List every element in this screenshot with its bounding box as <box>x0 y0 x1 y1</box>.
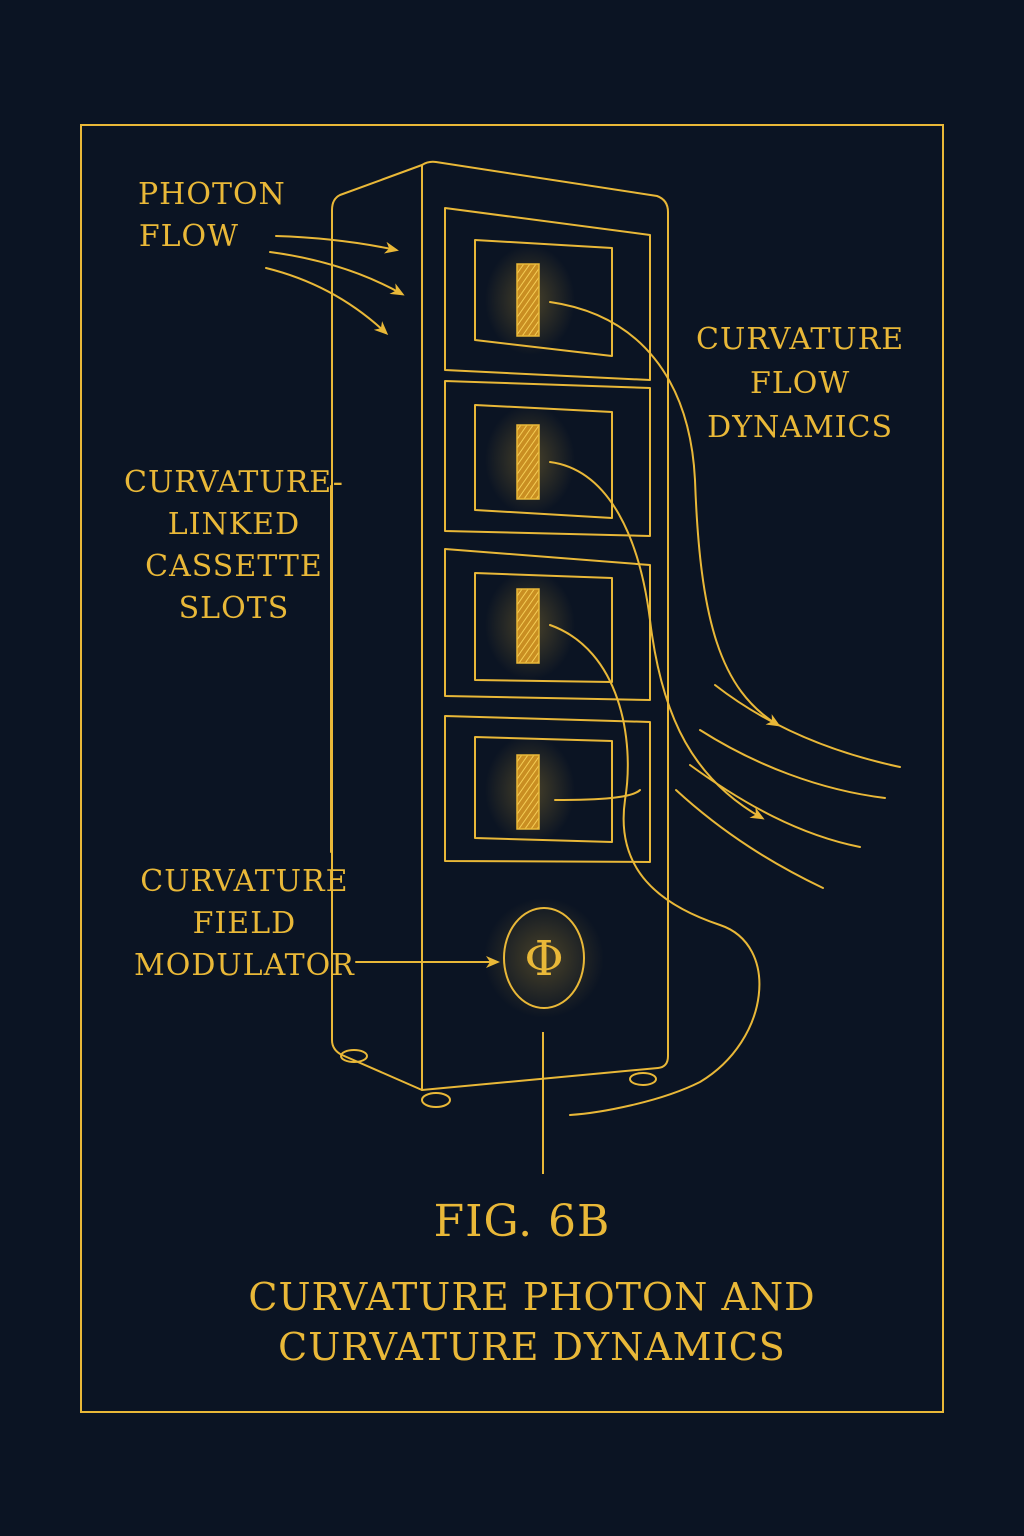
cabinet-foot <box>421 1092 451 1108</box>
cassette-window-1 <box>474 239 613 357</box>
cabinet-front-panel <box>421 160 669 1091</box>
cassette-2 <box>516 424 540 500</box>
figure-caption: CURVATURE PHOTON AND CURVATURE DYNAMICS <box>248 1275 816 1369</box>
cassette-slots-label: CURVATURE- LINKED CASSETTE SLOTS <box>124 465 344 626</box>
curvature-flow-line <box>549 624 761 1116</box>
cassette-bay-3 <box>444 548 651 701</box>
cassette-window-2 <box>474 404 613 519</box>
photon-flow-arrow <box>269 251 405 296</box>
cassette-window-4 <box>474 736 613 843</box>
photon-flow-arrow <box>275 235 399 254</box>
curvature-flow-dynamics-label: CURVATURE FLOW DYNAMICS <box>696 322 905 445</box>
cassette-bay-2 <box>444 380 651 537</box>
photon-flow-arrow <box>265 267 389 336</box>
cabinet-foot <box>629 1072 657 1086</box>
cassette-window-3 <box>474 572 613 683</box>
figure-frame <box>80 124 944 1413</box>
cassette-bay-1 <box>444 207 651 381</box>
field-modulator-dial <box>503 907 585 1009</box>
field-line <box>699 729 886 799</box>
cassette-3 <box>516 588 540 664</box>
field-line <box>675 789 824 889</box>
field-line <box>714 684 901 768</box>
photon-flow-label: PHOTON FLOW <box>138 177 286 254</box>
figure-title: FIG. 6B <box>433 1196 611 1247</box>
cassette-4 <box>516 754 540 830</box>
cassette-1 <box>516 263 540 337</box>
field-modulator-label: CURVATURE FIELD MODULATOR <box>134 864 355 983</box>
curvature-flow-line <box>549 461 765 820</box>
field-line <box>689 764 861 848</box>
curvature-flow-line <box>549 301 781 727</box>
curvature-flow-line <box>554 789 641 801</box>
modulator-phi-symbol: Φ <box>524 931 563 987</box>
cassette-bay-4 <box>444 715 651 863</box>
cabinet-foot <box>340 1049 368 1063</box>
